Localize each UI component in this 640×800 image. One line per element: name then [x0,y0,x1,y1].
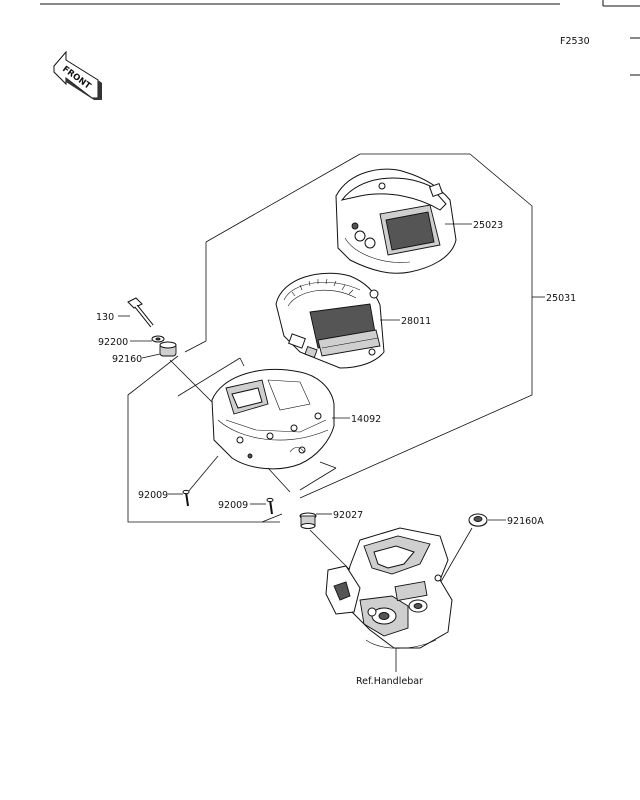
assembly-outline [299,153,533,499]
front-arrow-icon: FRONT [53,50,102,100]
screw-92009-right [266,497,274,515]
part-label-14092: 14092 [351,414,381,425]
part-label-92160A: 92160A [507,516,544,527]
figure-code: F2530 [560,36,590,47]
part-label-92009-a: 92009 [138,490,168,501]
part-label-92009-b: 92009 [218,500,248,511]
damper-92160 [159,341,177,357]
washer-92200 [151,335,165,343]
bolt-130 [127,297,154,328]
part-label-130: 130 [96,312,114,323]
part-label-92200: 92200 [98,337,128,348]
collar-92027 [299,512,317,529]
screw-92009-left [182,489,190,507]
part-label-25023: 25023 [473,220,503,231]
reference-label-handlebar: Ref.Handlebar [356,676,423,687]
meter-cover-25023 [335,168,457,274]
tachometer-ticks [291,278,354,297]
handlebar-bracket [325,527,453,649]
part-label-28011: 28011 [401,316,431,327]
grommet-92160A [468,513,488,527]
meter-case-14092 [211,369,335,470]
part-label-92027: 92027 [333,510,363,521]
part-label-25031: 25031 [546,293,576,304]
meter-assembly-28011 [275,272,385,369]
part-label-92160: 92160 [112,354,142,365]
